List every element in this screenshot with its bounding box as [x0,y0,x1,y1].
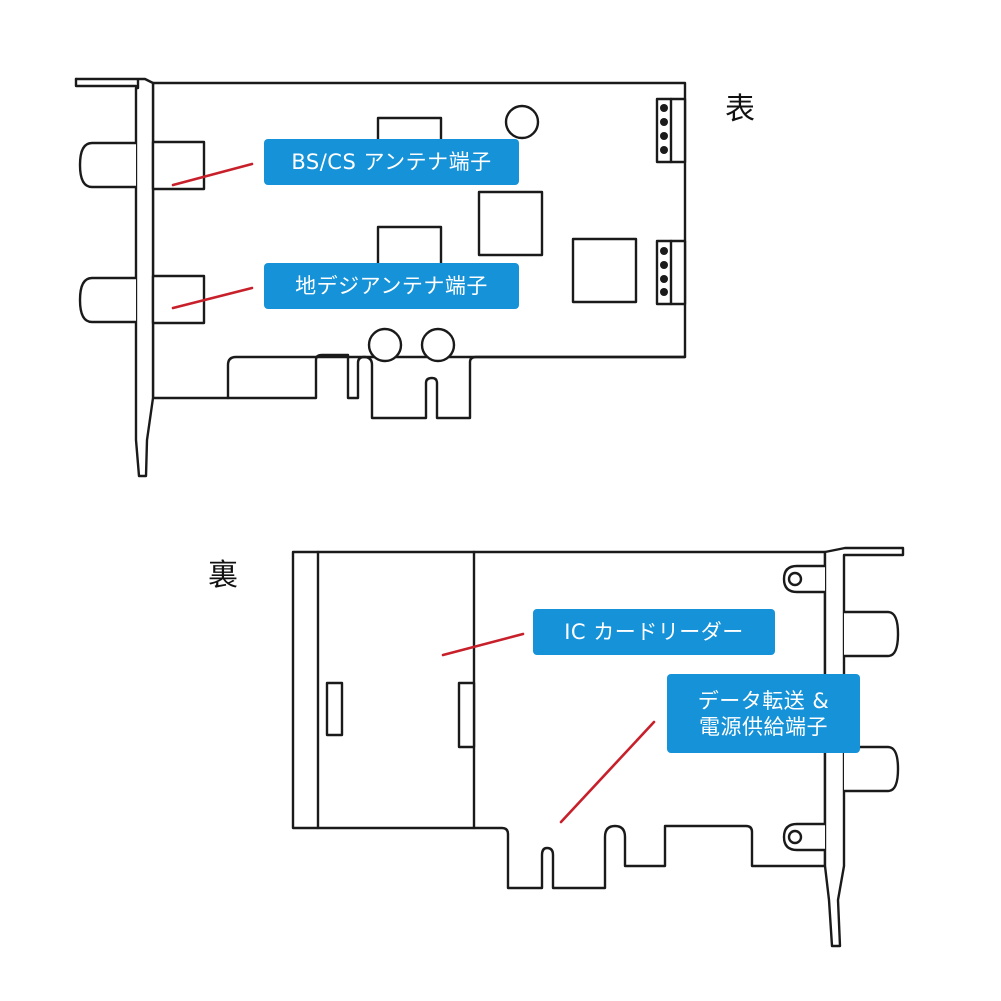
chip-square-2 [571,237,638,304]
front-pcie-connector [226,353,687,420]
label-bs-cs-antenna: BS/CS アンテナ端子 [264,139,519,185]
label-pcie-power-data: データ転送 & 電源供給端子 [667,674,860,753]
leader-terrestrial [171,286,254,310]
front-side-title: 表 [725,92,755,127]
card-reader-tab-right [457,681,476,749]
back-antenna-connector-top [844,610,900,658]
back-side-title: 裏 [208,558,238,593]
capacitor-1 [367,327,403,363]
label-ic-card-reader: IC カードリーダー [533,609,775,655]
front-bracket [74,77,155,478]
leader-ic-card [441,632,525,657]
label-terrestrial-antenna: 地デジアンテナ端子 [264,263,519,309]
pin-header-bottom [655,239,687,306]
capacitor-2 [420,327,456,363]
screw-tab-top [782,564,825,594]
terrestrial-antenna-connector [78,274,206,325]
bs-cs-antenna-connector [78,140,206,191]
card-reader-tab-left [325,681,344,737]
chip-square-1 [477,190,544,257]
leader-pcie [559,720,656,824]
back-antenna-connector-bottom [844,745,900,793]
pin-header-top [655,97,687,164]
front-bracket-tab [74,77,138,88]
mounting-hole-top [504,104,540,140]
leader-bs-cs [171,162,254,187]
screw-tab-bottom [782,822,825,852]
tuner-shield-bottom [376,225,443,269]
